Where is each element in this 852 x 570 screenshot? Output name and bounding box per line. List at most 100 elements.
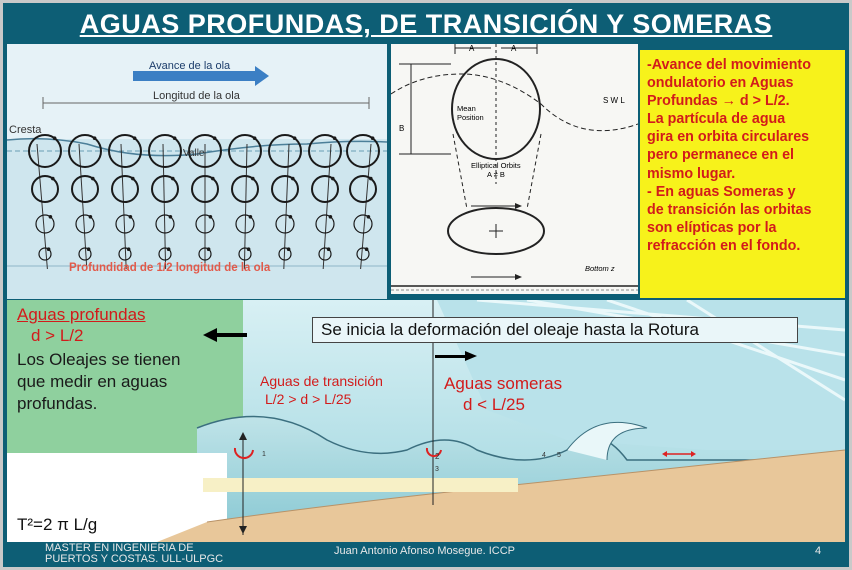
particle-dot xyxy=(88,215,93,219)
particle-dot xyxy=(246,247,251,251)
note-line: La partícula de agua xyxy=(647,111,786,128)
particle-orbit xyxy=(118,247,132,261)
particle-orbit xyxy=(238,247,252,261)
note-line: ondulatorio en Aguas xyxy=(647,75,794,92)
particle-dot xyxy=(172,136,177,140)
particle-dot xyxy=(332,136,337,140)
particle-path-line xyxy=(162,143,167,270)
particle-orbit xyxy=(191,175,219,203)
slide-title: AGUAS PROFUNDAS, DE TRANSICIÓN Y SOMERAS xyxy=(79,9,773,39)
particle-orbit xyxy=(271,175,299,203)
particle-dot xyxy=(326,247,331,251)
deep-water-condition: d > L/2 xyxy=(31,326,84,345)
particle-orbit xyxy=(278,247,292,261)
particle-path-line xyxy=(36,143,48,270)
elliptical-orbit-drawing xyxy=(391,44,638,291)
shallow-water-condition: d < L/25 xyxy=(463,395,525,414)
particle-dot xyxy=(248,215,253,219)
wave-advance-label: Avance de la ola xyxy=(149,60,231,72)
trough-label: Valle xyxy=(183,148,205,159)
particle-orbit xyxy=(155,214,175,234)
deep-water-title: Aguas profundas xyxy=(17,305,146,324)
particle-orbit xyxy=(148,134,182,168)
deep-water-text-3: profundas. xyxy=(17,394,98,413)
bottom-label: Bottom z xyxy=(585,264,615,273)
particle-dot xyxy=(211,176,215,181)
particle-orbit xyxy=(111,175,139,203)
footer-course-line-2: PUERTOS Y COSTAS. ULL-ULPGC xyxy=(45,553,224,565)
note-line: mismo lugar. xyxy=(647,165,736,182)
particle-orbit xyxy=(35,214,55,234)
particle-orbit xyxy=(235,214,255,234)
particle-dot xyxy=(86,247,91,251)
elliptical-orbit-diagram: A A B Mean Position S W L Elliptical Orb… xyxy=(391,44,638,294)
particle-orbit xyxy=(315,214,335,234)
particle-orbit xyxy=(346,134,380,168)
particle-orbit xyxy=(268,134,302,168)
note-line: son elípticas por la xyxy=(647,219,777,236)
particle-orbit xyxy=(228,134,262,168)
particle-orbit xyxy=(78,247,92,261)
a-not-equal-b-label: A ≠ B xyxy=(487,170,505,179)
swl-label: S W L xyxy=(603,96,625,105)
marker-2: 2 xyxy=(435,452,440,461)
marker-3: 3 xyxy=(435,466,439,473)
particle-dot xyxy=(131,176,135,181)
footer-course: MASTER EN INGENIERIA DE PUERTOS Y COSTAS… xyxy=(45,543,223,565)
particle-dot xyxy=(91,176,95,181)
note-line: gira en orbita circulares xyxy=(647,129,810,146)
particle-orbit xyxy=(75,214,95,234)
wave-profile-panel: Aguas profundas d > L/2 Los Oleajes se t… xyxy=(7,300,845,542)
wave-length-label: Longitud de la ola xyxy=(153,90,240,102)
slide: AGUAS PROFUNDAS, DE TRANSICIÓN Y SOMERAS… xyxy=(3,3,849,567)
transition-water-title: Aguas de transición xyxy=(260,373,383,389)
particle-orbit xyxy=(231,175,259,203)
deep-water-text-2: que medir en aguas xyxy=(17,372,168,391)
particle-orbit xyxy=(188,134,222,168)
shallow-water-title: Aguas someras xyxy=(444,374,563,393)
marker-1: 1 xyxy=(262,451,266,458)
particle-path-line xyxy=(243,143,248,270)
orbit-height-b: B xyxy=(399,124,405,133)
page-number: 4 xyxy=(815,545,822,557)
particle-dot xyxy=(48,215,53,219)
note-line: refracción en el fondo. xyxy=(647,237,801,254)
particle-orbit xyxy=(311,175,339,203)
particle-dot xyxy=(46,247,51,251)
marker-5: 5 xyxy=(557,452,561,459)
particle-orbit xyxy=(198,247,212,261)
note-line: Profundas → d > L/2. xyxy=(647,93,790,110)
note-line: -Avance del movimiento xyxy=(647,57,811,73)
note-line: - En aguas Someras y xyxy=(647,183,796,200)
orbit-width-a-left: A xyxy=(469,44,475,53)
particle-dot xyxy=(251,176,255,181)
particle-dot xyxy=(292,136,297,140)
particle-orbit xyxy=(71,175,99,203)
deformation-banner: Se inicia la deformación del oleaje hast… xyxy=(312,317,798,343)
crest-label: Cresta xyxy=(9,124,42,136)
particle-orbit xyxy=(28,134,62,168)
particle-dot xyxy=(168,215,173,219)
particle-dot xyxy=(128,215,133,219)
deep-water-text-1: Los Oleajes se tienen xyxy=(17,350,181,369)
particle-orbit xyxy=(108,134,142,168)
footer-author: Juan Antonio Afonso Mosegue. ICCP xyxy=(334,545,516,557)
note-line: de transición las orbitas xyxy=(647,201,812,218)
particle-dot xyxy=(212,136,217,140)
particle-orbit xyxy=(275,214,295,234)
particle-dot xyxy=(331,176,335,181)
particle-orbit xyxy=(38,247,52,261)
particle-orbit xyxy=(353,214,373,234)
explanation-note: -Avance del movimiento ondulatorio en Ag… xyxy=(640,50,845,298)
particle-dot xyxy=(286,247,291,251)
footer-course-line-1: MASTER EN INGENIERIA DE xyxy=(45,542,194,554)
particle-orbit xyxy=(115,214,135,234)
particle-dot xyxy=(92,136,97,140)
particle-orbit xyxy=(349,175,377,203)
particle-dot xyxy=(51,176,55,181)
particle-orbit xyxy=(356,247,370,261)
orbit-width-a-right: A xyxy=(511,44,517,53)
particle-dot xyxy=(364,247,369,251)
particle-orbits xyxy=(28,134,380,270)
marker-4: 4 xyxy=(542,452,546,459)
